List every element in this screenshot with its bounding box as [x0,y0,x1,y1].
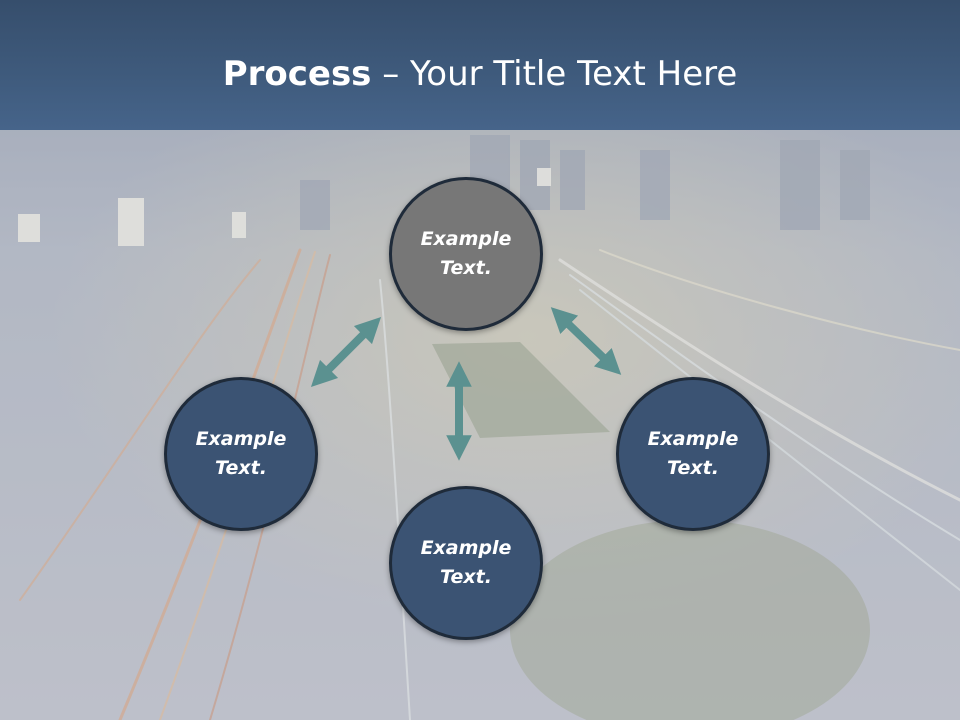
title-bar [0,0,960,130]
process-node-left[interactable]: Example Text. [164,377,318,531]
title-rest: – Your Title Text Here [371,54,738,94]
process-node-bottom[interactable]: Example Text. [389,486,543,640]
process-node-top[interactable]: Example Text. [389,177,543,331]
slide-title[interactable]: Process – Your Title Text Here [0,48,960,100]
node-bottom-line2: Text. [440,566,492,588]
process-node-right[interactable]: Example Text. [616,377,770,531]
node-bottom-line1: Example [420,537,512,559]
node-right-line1: Example [647,428,739,450]
node-left-line2: Text. [215,457,267,479]
node-top-line2: Text. [440,257,492,279]
node-right-line2: Text. [667,457,719,479]
node-top-line1: Example [420,228,512,250]
node-left-line1: Example [195,428,287,450]
title-bold: Process [222,54,372,94]
